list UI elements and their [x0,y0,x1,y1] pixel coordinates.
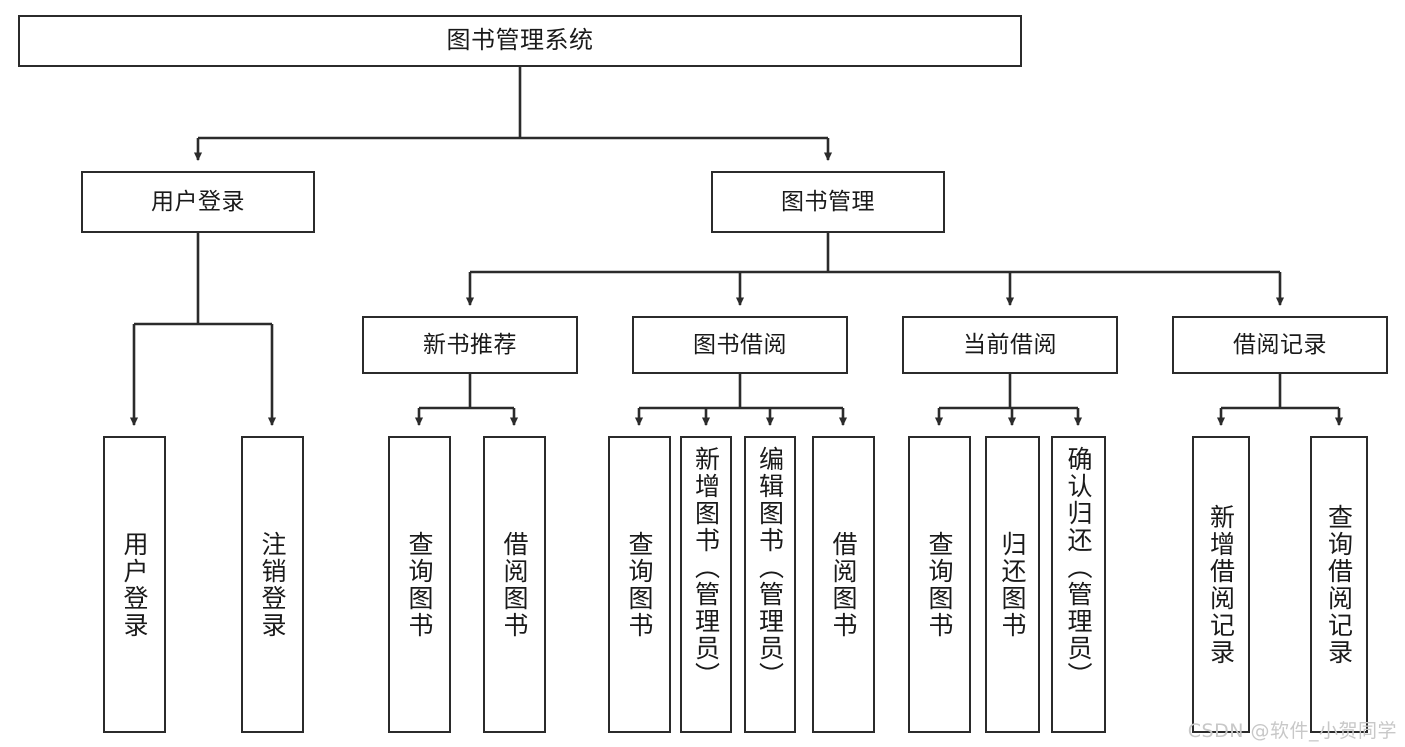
node-leaf-query-book-2[interactable]: 查询图书 [608,436,671,733]
node-leaf-user-login[interactable]: 用户登录 [103,436,166,733]
leaf-inner: 借阅图书 [485,438,544,731]
node-leaf-query-record-label: 查询借阅记录 [1324,503,1354,666]
node-leaf-add-book-admin-label: 新增图书（管理员） [691,446,721,689]
node-leaf-user-login-label: 用户登录 [120,530,149,639]
node-user-login-label: 用户登录 [151,188,245,215]
node-book-manage-label: 图书管理 [781,188,875,215]
leaf-inner: 借阅图书 [814,438,873,731]
node-root-label: 图书管理系统 [446,26,594,55]
node-current-borrow[interactable]: 当前借阅 [902,316,1118,374]
node-leaf-add-record-label: 新增借阅记录 [1206,503,1236,666]
node-user-login[interactable]: 用户登录 [81,171,315,233]
leaf-inner: 编辑图书（管理员） [746,438,794,731]
leaf-inner: 归还图书 [987,438,1038,731]
node-root[interactable]: 图书管理系统 [18,15,1022,67]
node-leaf-confirm-return-label: 确认归还（管理员） [1064,446,1093,689]
node-leaf-logout-label: 注销登录 [258,530,287,639]
node-leaf-add-record[interactable]: 新增借阅记录 [1192,436,1250,733]
node-leaf-return-book[interactable]: 归还图书 [985,436,1040,733]
node-leaf-logout[interactable]: 注销登录 [241,436,304,733]
node-leaf-borrow-book-1-label: 借阅图书 [500,530,529,639]
node-new-book-rec-label: 新书推荐 [423,331,517,358]
node-book-manage[interactable]: 图书管理 [711,171,945,233]
leaf-inner: 新增图书（管理员） [682,438,730,731]
node-book-borrow[interactable]: 图书借阅 [632,316,848,374]
node-book-borrow-label: 图书借阅 [693,331,787,358]
node-leaf-borrow-book-1[interactable]: 借阅图书 [483,436,546,733]
leaf-inner: 用户登录 [105,438,164,731]
node-leaf-confirm-return[interactable]: 确认归还（管理员） [1051,436,1106,733]
leaf-inner: 确认归还（管理员） [1053,438,1104,731]
leaf-inner: 查询借阅记录 [1312,438,1366,731]
node-leaf-query-book-3[interactable]: 查询图书 [908,436,971,733]
node-leaf-query-book-2-label: 查询图书 [625,530,654,639]
node-leaf-query-book-3-label: 查询图书 [925,530,954,639]
node-new-book-rec[interactable]: 新书推荐 [362,316,578,374]
watermark: CSDN @软件_小贺同学 [1187,720,1397,742]
node-leaf-edit-book-admin[interactable]: 编辑图书（管理员） [744,436,796,733]
node-leaf-borrow-book-2-label: 借阅图书 [829,530,858,639]
leaf-inner: 查询图书 [390,438,449,731]
leaf-inner: 查询图书 [610,438,669,731]
leaf-inner: 注销登录 [243,438,302,731]
node-current-borrow-label: 当前借阅 [963,331,1057,358]
node-leaf-borrow-book-2[interactable]: 借阅图书 [812,436,875,733]
leaf-inner: 查询图书 [910,438,969,731]
leaf-inner: 新增借阅记录 [1194,438,1248,731]
node-leaf-query-book-1[interactable]: 查询图书 [388,436,451,733]
node-leaf-return-book-label: 归还图书 [998,530,1027,639]
node-borrow-record-label: 借阅记录 [1233,331,1327,358]
node-leaf-edit-book-admin-label: 编辑图书（管理员） [755,446,785,689]
node-leaf-query-record[interactable]: 查询借阅记录 [1310,436,1368,733]
node-borrow-record[interactable]: 借阅记录 [1172,316,1388,374]
node-leaf-query-book-1-label: 查询图书 [405,530,434,639]
node-leaf-add-book-admin[interactable]: 新增图书（管理员） [680,436,732,733]
